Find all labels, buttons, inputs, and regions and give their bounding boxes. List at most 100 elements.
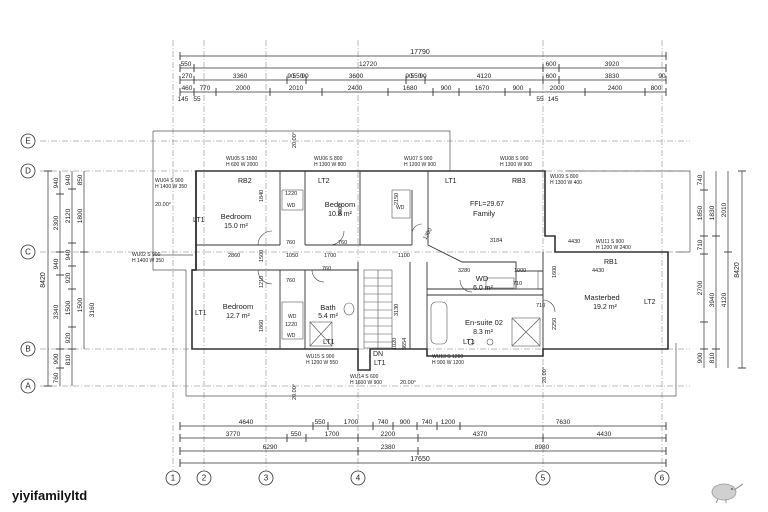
room-bath-area: 5.4 m² [318,313,339,320]
wall-tags: RB2 LT2 LT1 RB3 LT1 LT1 RB1 LT2 LT1 LT1 … [193,178,656,367]
dim-top2-0: 550 [181,61,192,68]
dim-bot2-5: 4430 [597,431,612,438]
room-bath-name: Bath [320,303,335,312]
window-wu13-size: H 900 W 1200 [432,360,464,366]
grid-label-1: 1 [171,474,176,483]
dim-left2-2: 940 [65,249,72,260]
dim-bot1-0: 4640 [239,419,254,426]
dim-760-a: 760 [286,240,295,246]
dim-right2-2: 810 [709,352,716,363]
dim-top3-11: 3830 [605,73,620,80]
dim-left-overall: 8420 [40,272,47,288]
tag-dn: DN [373,351,383,358]
dim-right2-0: 1830 [709,205,716,220]
tag-rb3: RB3 [512,178,526,185]
dim-1860: 1860 [259,320,265,332]
grid-bubble-3 [258,470,274,486]
grid-bubble-1 [165,470,181,486]
grid-bubble-c [20,244,36,260]
dim-bot1-1: 550 [315,419,326,426]
dim-right1-4: 900 [697,352,704,363]
dim-4430: 4430 [568,239,580,245]
watermark-text: yiyifamilyltd [12,488,88,503]
dim-top3-0: 270 [182,73,193,80]
dim-top3-3: 550 [293,73,304,80]
window-wu04: WU04 S 900 [155,178,184,184]
room-family-name: Family [473,209,495,218]
tag-lt1-bath: LT1 [323,339,335,346]
dim-top4-6: 900 [441,85,452,92]
dim-bot2-4: 4370 [473,431,488,438]
angle-4: 20.00° [542,367,548,383]
top-dimensions: 17790 550 12720 600 3920 270 3360 90 550… [178,49,667,103]
dim-710-b: 710 [536,303,545,309]
dim-left1-3: 940 [53,258,60,269]
room-family-level: FFL=29.67 [470,201,504,208]
grid-label-5: 5 [541,474,546,483]
dim-left1-6: 900 [53,353,60,364]
window-wu08-size: H 1300 W 900 [500,162,532,168]
dim-top4-9: 2000 [550,85,565,92]
tag-lt1-ensuite: LT1 [463,339,475,346]
dim-bot2-3: 2200 [381,431,396,438]
dim-top-overall: 17790 [410,49,430,56]
tag-lt1-left: LT1 [193,217,205,224]
dim-1700: 1700 [324,253,336,259]
window-wu07-size: H 1200 W 900 [404,162,436,168]
room-bedroom-3-area: 12.7 m² [226,313,250,320]
dim-left2-5: 920 [65,332,72,343]
dim-1100: 1100 [398,253,410,259]
dim-right2-1: 3940 [709,292,716,307]
window-wu14: WU14 S 600 [350,374,379,380]
window-wu09-size: H 1300 W 400 [550,180,582,186]
dim-right1-2: 710 [697,239,704,250]
window-wu06-size: H 1300 W 800 [314,162,346,168]
window-wu13: WU13 S 1200 [432,354,463,360]
tag-wd-2: WD [287,333,296,339]
dim-left2-4: 1500 [65,300,72,315]
dim-1050: 1050 [286,253,298,259]
dim-3280: 3280 [458,268,470,274]
dim-top5-0: 145 [178,96,189,103]
dim-right-overall: 8420 [734,262,741,278]
dim-1220-b: 1220 [285,322,297,328]
right-dimensions: 740 1850 710 2700 900 1830 3940 810 2010… [697,170,746,369]
window-wu06: WU06 S 800 [314,156,343,162]
room-masterbed-area: 19.2 m² [593,304,617,311]
left-dimensions: 8420 940 2300 940 3340 900 760 940 2120 … [40,170,96,387]
dim-top2-2: 600 [546,61,557,68]
grid-bubble-6 [654,470,670,486]
dim-bot1-2: 1700 [344,419,359,426]
dim-3654: 3654 [402,338,408,350]
room-bedroom-1-name: Bedroom [221,212,251,221]
dim-top4-4: 2400 [348,85,363,92]
tag-lt1-left2: LT1 [195,310,207,317]
tag-lt2-right: LT2 [644,299,656,306]
dim-top4-10: 2400 [608,85,623,92]
fixtures [281,189,541,347]
dim-4430-b: 4430 [592,268,604,274]
window-wu15-size: H 1200 W 550 [306,360,338,366]
dim-top4-3: 2010 [289,85,304,92]
dim-3000: 3000 [338,204,344,216]
dim-bot1-5: 740 [422,419,433,426]
dim-bot1-4: 900 [400,419,411,426]
grid-col-bubbles: 1 2 3 4 5 6 [165,470,670,486]
grid-bubble-2 [196,470,212,486]
dim-top4-1: 770 [200,85,211,92]
dim-bot3-0: 6290 [263,444,278,451]
room-ensuite-area: 8.3 m² [473,329,494,336]
grid-label-c: C [25,248,31,257]
grid-label-d: D [25,167,31,176]
dim-bot1-6: 1200 [441,419,456,426]
dim-top4-7: 1670 [475,85,490,92]
dim-right3-0: 2010 [721,202,728,217]
dim-bot1-3: 740 [378,419,389,426]
dim-top4-11: 800 [651,85,662,92]
grid-label-2: 2 [202,474,207,483]
window-wu15: WU15 S 900 [306,354,335,360]
tag-lt2-top: LT2 [318,178,330,185]
room-masterbed-name: Masterbed [584,293,619,302]
dim-left1-7: 760 [53,372,60,383]
dim-bot-overall: 17650 [410,456,430,463]
